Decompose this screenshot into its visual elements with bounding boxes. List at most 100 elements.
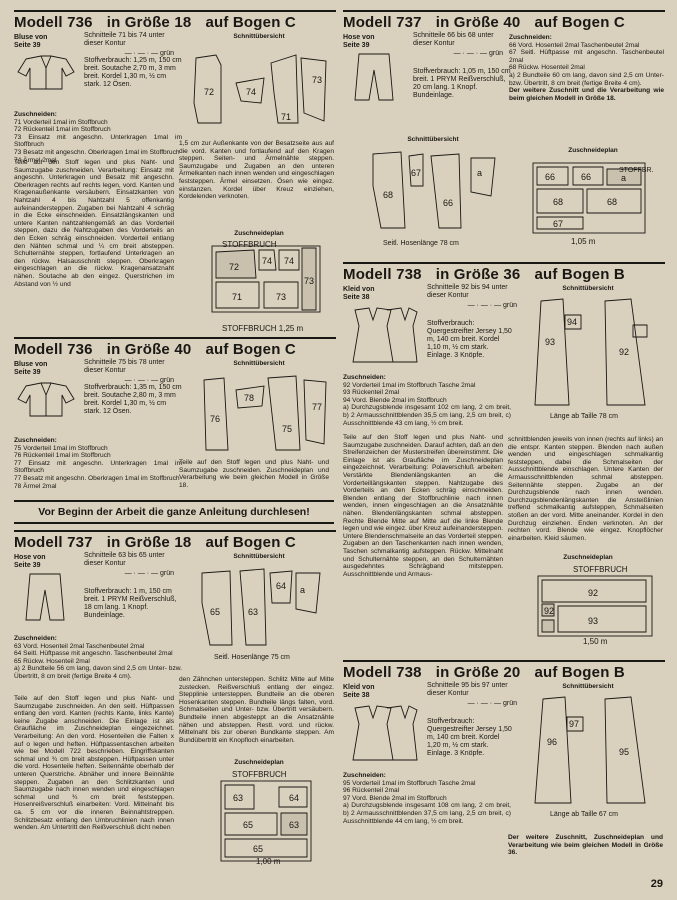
pattern-overview: 76 78 75 77 bbox=[203, 375, 327, 451]
svg-text:92: 92 bbox=[619, 347, 629, 357]
part-item: a) Durchzugsblende insgesamt 108 cm lang… bbox=[343, 802, 511, 825]
size-label: in Größe 40 bbox=[435, 14, 521, 31]
fabric-usage: Stoffverbrauch: Quergestreifter Jersey 1… bbox=[427, 320, 512, 359]
overview-title: Schnittübersicht bbox=[562, 683, 614, 690]
sheet-label: auf Bogen C bbox=[534, 14, 625, 31]
stitch-color: — · — · — grün bbox=[124, 570, 174, 577]
svg-text:93: 93 bbox=[588, 616, 598, 626]
stitch-label: Schnitteile 92 bis 94 unter dieser Kontu… bbox=[427, 284, 517, 310]
part-item: 76 Rückenteil 1mal im Stoffbruch bbox=[14, 452, 111, 460]
part-item: 94 Vord. Blende 2mal im Stoffbruch bbox=[343, 396, 447, 404]
garment-label: Bluse von Seite 39 bbox=[14, 361, 48, 376]
pattern-overview: 96 97 95 bbox=[534, 696, 646, 804]
dress-sketch bbox=[352, 705, 418, 761]
model-number: Modell 738 bbox=[343, 266, 422, 283]
instructions-text: Der weitere Zuschnitt und die Verarbeitu… bbox=[509, 87, 664, 102]
garment-label: Hose von Seite 39 bbox=[14, 554, 46, 569]
stitch-color: — · — · — grün bbox=[124, 50, 174, 57]
stitch-text: Schnitteile 63 bis 65 unter dieser Kontu… bbox=[84, 552, 165, 567]
color-name: grün bbox=[159, 377, 174, 384]
color-name: grün bbox=[159, 50, 174, 57]
svg-text:66: 66 bbox=[443, 198, 453, 208]
svg-text:77: 77 bbox=[312, 402, 322, 412]
cutting-plan-title: Zuschneideplan bbox=[234, 230, 284, 237]
svg-text:64: 64 bbox=[289, 793, 299, 803]
pattern-overview: 72 74 71 73 bbox=[193, 54, 327, 124]
svg-text:73: 73 bbox=[312, 75, 322, 85]
part-item: 77 Besatz mit angeschn. Oberkragen 1mal … bbox=[14, 474, 180, 482]
stitch-text: Schnitteile 95 bis 97 unter dieser Kontu… bbox=[427, 682, 508, 697]
part-item: a) 2 Bundteile 60 cm lang, davon sind 2,… bbox=[509, 71, 664, 87]
stitch-text: Schnitteile 66 bis 68 unter dieser Kontu… bbox=[413, 32, 494, 47]
garment-label: Kleid von Seite 38 bbox=[343, 684, 375, 699]
part-item: 96 Rückenteil 2mal bbox=[343, 787, 400, 795]
model-number: Modell 736 bbox=[14, 341, 93, 358]
cutting-list: Zuschneiden: 66 Vord. Hosenteil 2mal Tas… bbox=[509, 34, 664, 102]
model-number: Modell 738 bbox=[343, 664, 422, 681]
svg-text:68: 68 bbox=[383, 190, 393, 200]
svg-text:a: a bbox=[300, 585, 305, 595]
cutting-list: Zuschneiden: 71 Vorderteil 1mal im Stoff… bbox=[14, 111, 182, 164]
part-item: 67 Seitl. Hüftpasse mit angeschn. Tasche… bbox=[509, 49, 664, 64]
cutting-plan: 66 66 68 68 a 67 bbox=[532, 162, 646, 234]
stitch-label: Schnitteile 95 bis 97 unter dieser Kontu… bbox=[427, 682, 517, 708]
svg-text:71: 71 bbox=[232, 292, 242, 302]
part-item: 75 Vorderteil 1mal im Stoffbruch bbox=[14, 444, 108, 452]
svg-text:68: 68 bbox=[553, 197, 563, 207]
blouse-sketch bbox=[17, 382, 75, 417]
stitch-color: — · — · — grün bbox=[124, 377, 174, 384]
length-caption: Seitl. Hosenlänge 75 cm bbox=[214, 654, 290, 661]
sheet-label: auf Bogen B bbox=[534, 266, 625, 283]
fold-label: STOFFBRUCH bbox=[222, 240, 277, 249]
part-item: 93 Rückenteil 2mal bbox=[343, 389, 400, 397]
part-item: 73 Einsatz mit angeschn. Unterkragen 1ma… bbox=[14, 133, 182, 149]
cutting-plan: 72 74 74 73 71 73 bbox=[211, 245, 321, 313]
part-item: 73 Besatz mit angeschn. Oberkragen 1mal … bbox=[14, 148, 180, 156]
length-caption: Länge ab Taille 78 cm bbox=[550, 413, 618, 420]
fold-label: STOFFBRUCH bbox=[573, 565, 628, 574]
part-item: 63 Vord. Hosenteil 2mal Taschenbeutel 2m… bbox=[14, 642, 145, 650]
meter-label: 1,00 m bbox=[256, 857, 281, 866]
length-caption: Seitl. Hosenlänge 78 cm bbox=[383, 240, 459, 247]
part-item: 72 Rückenteil 1mal im Stoffbruch bbox=[14, 126, 111, 134]
model-number: Modell 737 bbox=[14, 534, 93, 551]
instructions-text: Teile auf den Stoff legen und plus Naht-… bbox=[14, 695, 174, 832]
cutting-plan-title: Zuschneideplan bbox=[568, 147, 618, 154]
stitch-label: Schnitteile 66 bis 68 unter dieser Kontu… bbox=[413, 32, 503, 58]
part-item: 64 Seitl. Hüftpasse mit angeschn. Tasche… bbox=[14, 650, 173, 658]
part-item: 77 Einsatz mit angeschn. Unterkragen 1ma… bbox=[14, 459, 182, 475]
cutting-heading: Zuschneiden: bbox=[14, 437, 57, 444]
page-number: 29 bbox=[650, 878, 663, 890]
meter-label: 1,05 m bbox=[571, 237, 596, 246]
size-label: in Größe 40 bbox=[106, 341, 192, 358]
stitch-label: Schnitteile 71 bis 74 unter dieser Kontu… bbox=[84, 32, 174, 58]
svg-text:67: 67 bbox=[553, 219, 563, 229]
cutting-list: Zuschneiden: 75 Vorderteil 1mal im Stoff… bbox=[14, 437, 182, 490]
instructions-text-2: den Zähnchen untersteppen. Schlitz Mitte… bbox=[179, 676, 334, 744]
cutting-heading: Zuschneiden: bbox=[509, 34, 552, 41]
cutting-plan: 92 92 93 bbox=[537, 575, 653, 637]
svg-text:92: 92 bbox=[544, 606, 554, 616]
fabric-usage: Stoffverbrauch: 1 m, 150 cm breit. 1 PRY… bbox=[84, 588, 177, 619]
part-item: 92 Vorderteil 1mal im Stoffbruch Tasche … bbox=[343, 381, 476, 389]
cutting-heading: Zuschneiden: bbox=[343, 772, 386, 779]
size-label: in Größe 20 bbox=[435, 664, 521, 681]
stitch-text: Schnitteile 92 bis 94 unter dieser Kontu… bbox=[427, 284, 508, 299]
meter-label: STOFFBRUCH 1,25 m bbox=[222, 324, 304, 333]
svg-text:68: 68 bbox=[607, 197, 617, 207]
overview-title: Schnittübersicht bbox=[233, 553, 285, 560]
svg-text:67: 67 bbox=[411, 168, 421, 178]
part-item: 66 Vord. Hosenteil 2mal Taschenbeutel 2m… bbox=[509, 41, 640, 49]
stitch-color: — · — · — grün bbox=[467, 700, 517, 707]
garment-label: Hose von Seite 39 bbox=[343, 34, 375, 49]
size-label: in Größe 18 bbox=[106, 14, 192, 31]
cutting-heading: Zuschneiden: bbox=[14, 635, 57, 642]
